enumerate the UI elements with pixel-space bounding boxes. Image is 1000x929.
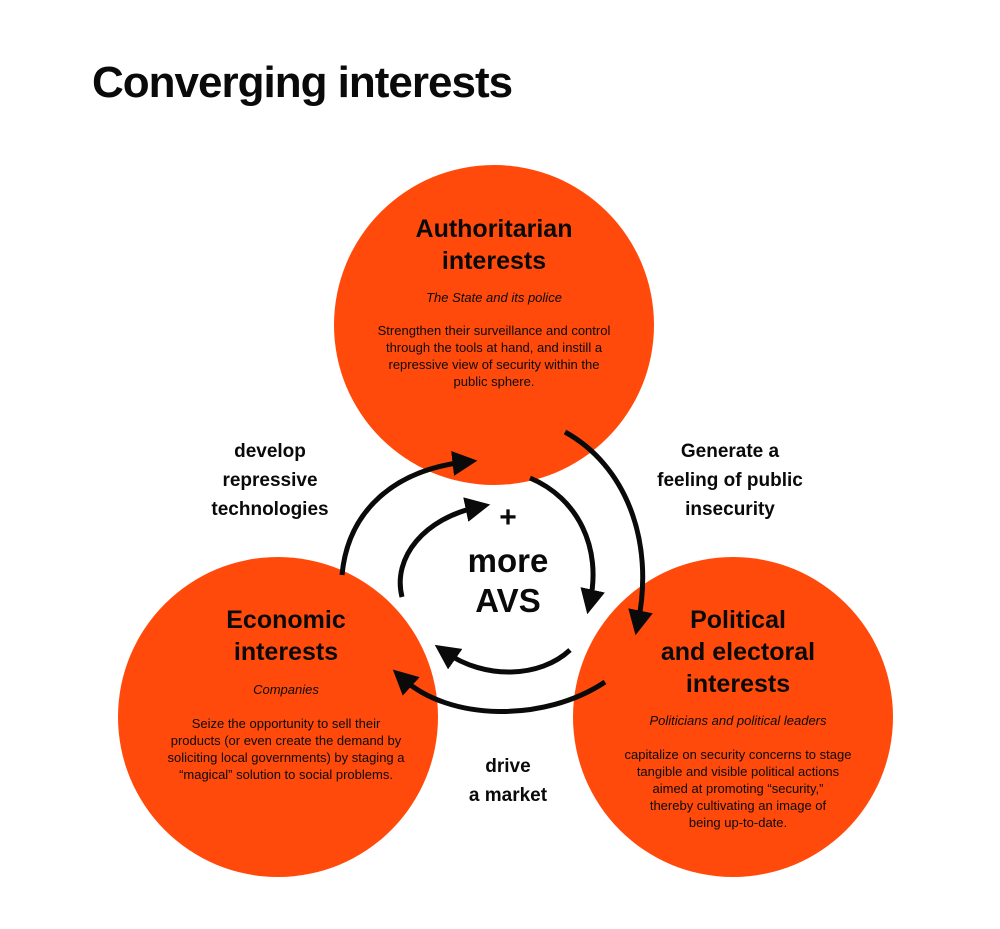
outer-arrow-generate xyxy=(563,429,653,636)
description-line: tangible and visible political actions xyxy=(636,764,840,779)
economic-heading: Economic interests xyxy=(126,604,446,668)
page-title: Converging interests xyxy=(92,58,513,107)
political-heading: Political and electoral interests xyxy=(578,604,898,700)
heading-line: interests xyxy=(685,670,791,698)
economic-description: Seize the opportunity to sell their prod… xyxy=(136,715,436,783)
description-line: public sphere. xyxy=(453,374,535,389)
inner-arrow-bottom xyxy=(434,644,572,675)
inner-arrow-right xyxy=(529,475,605,615)
description-line: thereby cultivating an image of xyxy=(649,798,827,813)
center-plus: + xyxy=(499,501,517,534)
economic-subtitle: Companies xyxy=(253,682,319,697)
description-line: through the tools at hand, and instill a xyxy=(385,340,603,355)
outer-arrow-drive xyxy=(392,669,607,714)
center-avs: AVS xyxy=(475,582,541,619)
authoritarian-interests-circle xyxy=(334,165,654,485)
label-line: feeling of public xyxy=(657,470,803,491)
description-line: Strengthen their surveillance and contro… xyxy=(377,323,611,338)
center-more: more xyxy=(467,542,549,579)
heading-line: Political xyxy=(690,606,786,634)
description-line: capitalize on security concerns to stage xyxy=(624,747,852,762)
label-line: technologies xyxy=(211,499,329,520)
heading-line: interests xyxy=(233,638,339,666)
label-line: insecurity xyxy=(685,499,775,520)
develop-label: develop repressive technologies xyxy=(190,437,350,524)
description-line: “magical” solution to social problems. xyxy=(179,767,393,782)
label-line: Generate a xyxy=(680,441,780,462)
description-line: being up-to-date. xyxy=(688,815,788,830)
inner-arrow-top-left xyxy=(397,497,491,598)
description-line: aimed at promoting “security,” xyxy=(652,781,824,796)
description-line: Seize the opportunity to sell their xyxy=(191,716,381,731)
political-interests-circle xyxy=(573,557,893,877)
authoritarian-heading: Authoritarian interests xyxy=(334,213,654,277)
political-subtitle: Politicians and political leaders xyxy=(649,713,827,728)
heading-line: Authoritarian xyxy=(415,215,573,243)
political-description: capitalize on security concerns to stage… xyxy=(588,746,888,831)
label-line: develop xyxy=(234,441,306,462)
label-line: repressive xyxy=(222,470,318,491)
authoritarian-subtitle: The State and its police xyxy=(426,290,562,305)
economic-interests-circle xyxy=(118,557,438,877)
label-line: drive xyxy=(485,756,531,777)
drive-label: drive a market xyxy=(448,752,568,810)
heading-line: and electoral xyxy=(660,638,816,666)
description-line: products (or even create the demand by xyxy=(170,733,402,748)
generate-label: Generate a feeling of public insecurity xyxy=(640,437,820,524)
heading-line: interests xyxy=(441,247,547,275)
description-line: soliciting local governments) by staging… xyxy=(167,750,405,765)
authoritarian-description: Strengthen their surveillance and contro… xyxy=(344,322,644,390)
label-line: a market xyxy=(468,785,548,806)
outer-arrow-develop xyxy=(339,451,478,576)
description-line: repressive view of security within the xyxy=(388,357,600,372)
heading-line: Economic xyxy=(226,606,346,634)
